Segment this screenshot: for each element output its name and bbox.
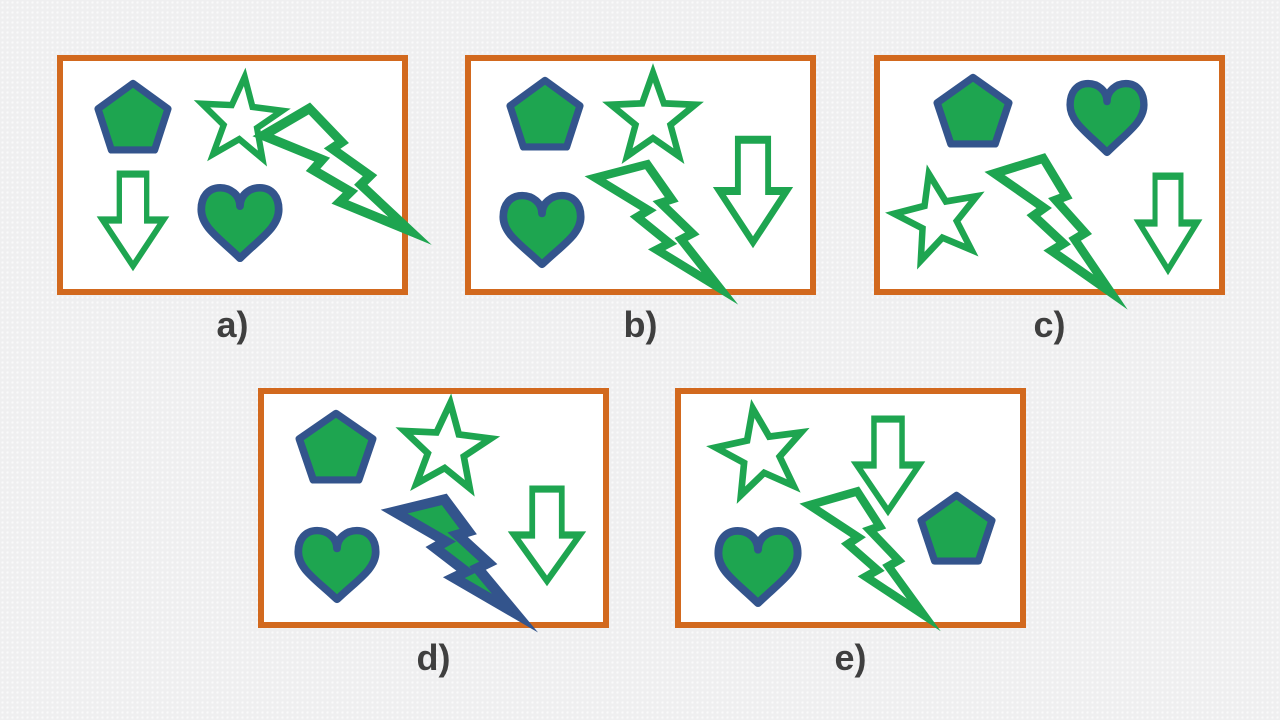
- option-label-e: e): [834, 637, 867, 678]
- star-icon: [602, 63, 704, 165]
- option-label-d: d): [416, 637, 451, 678]
- heart-icon: [197, 183, 283, 263]
- arrow-down-icon: [1133, 172, 1203, 276]
- shape-area-b: [471, 61, 810, 305]
- shape-area-c: [880, 61, 1219, 310]
- lightning-icon: [584, 159, 739, 305]
- star-icon: [193, 67, 291, 167]
- heart-icon: [294, 526, 380, 604]
- option-label-b: b): [623, 304, 658, 345]
- shape-area-e: [681, 394, 1020, 632]
- option-box-e[interactable]: [675, 388, 1026, 632]
- heart-icon: [714, 527, 802, 607]
- pentagon-icon: [933, 73, 1013, 148]
- star-icon: [885, 164, 985, 270]
- lightning-icon: [799, 486, 941, 632]
- option-box-b[interactable]: [465, 55, 816, 305]
- arrow-down-icon: [850, 415, 926, 517]
- pentagon-icon: [94, 79, 172, 154]
- arrow-down-icon: [96, 170, 170, 272]
- shape-area-a: [63, 61, 432, 289]
- star-icon: [706, 398, 810, 504]
- option-box-d[interactable]: [258, 388, 609, 633]
- lightning-icon: [380, 493, 539, 633]
- option-label-c: c): [1033, 304, 1066, 345]
- pentagon-icon: [917, 491, 996, 565]
- arrow-down-icon: [507, 485, 587, 587]
- shape-area-d: [264, 393, 603, 633]
- lightning-icon: [984, 153, 1128, 310]
- option-box-c[interactable]: [874, 55, 1225, 310]
- lightning-icon: [252, 102, 432, 245]
- star-icon: [395, 393, 501, 497]
- heart-icon: [499, 191, 585, 269]
- heart-icon: [1066, 79, 1148, 157]
- pentagon-icon: [506, 76, 584, 151]
- option-box-a[interactable]: [57, 55, 432, 295]
- pentagon-icon: [295, 409, 377, 484]
- option-label-a: a): [216, 304, 249, 345]
- arrow-down-icon: [712, 135, 794, 249]
